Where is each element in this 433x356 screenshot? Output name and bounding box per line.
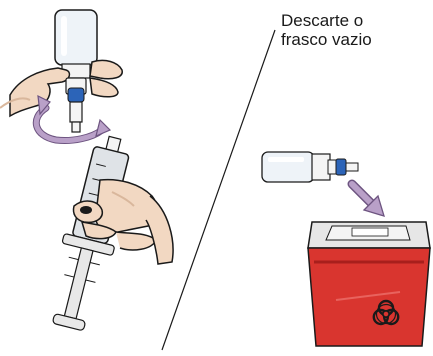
empty-vial (262, 152, 358, 182)
vial-adapter (66, 78, 86, 132)
caption-line-1: Descarte o (281, 11, 431, 30)
empty-vial-blue-ring (336, 159, 346, 175)
adapter-blue-ring (68, 88, 84, 102)
upper-hand (0, 60, 122, 116)
divider-line (162, 30, 275, 350)
left-panel (0, 10, 173, 333)
right-panel (262, 152, 430, 346)
caption-line-2: frasco vazio (281, 30, 431, 49)
drop-arrow-icon (352, 184, 384, 216)
syringe-plunger (64, 248, 93, 319)
instruction-caption: Descarte o frasco vazio (281, 11, 431, 49)
sharps-container (308, 222, 430, 346)
empty-vial-body (262, 152, 314, 182)
